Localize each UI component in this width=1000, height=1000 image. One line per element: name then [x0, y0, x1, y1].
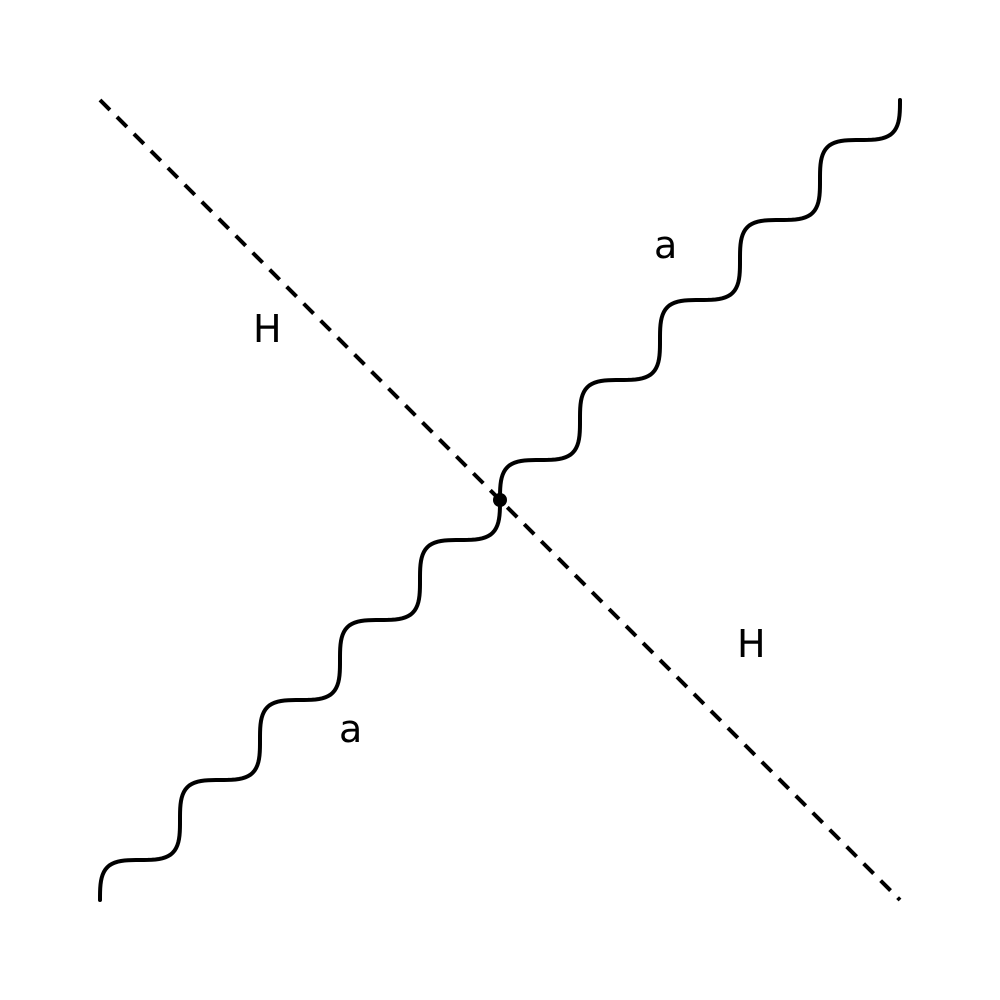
- label-axion-upper: a: [654, 223, 677, 267]
- axion-wavy-line-lower: [98, 498, 502, 902]
- interaction-vertex: [493, 493, 507, 507]
- axion-wavy-line-upper: [498, 98, 902, 502]
- label-higgs-lower: H: [737, 622, 766, 666]
- label-higgs-upper: H: [253, 307, 282, 351]
- label-axion-lower: a: [339, 707, 362, 751]
